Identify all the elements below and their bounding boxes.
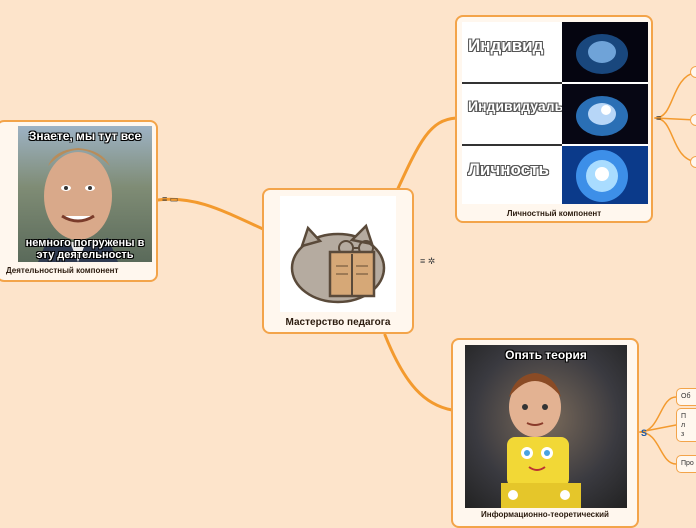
activity-node-label: Деятельностный компонент bbox=[6, 266, 156, 275]
info-subnode-3[interactable]: Про bbox=[676, 455, 696, 473]
info-node-label: Информационно-теоретический bbox=[453, 510, 637, 519]
pusheen-cat-image bbox=[280, 196, 396, 312]
expanding-brain-meme: Индивид Индивидуальность Личность bbox=[462, 22, 648, 204]
central-node-label: Мастерство педагога bbox=[264, 317, 412, 328]
link-info bbox=[385, 335, 452, 410]
brain-panel-3 bbox=[562, 146, 648, 204]
personal-node-label: Личностный компонент bbox=[457, 209, 651, 218]
personal-subnode-3[interactable] bbox=[690, 156, 696, 168]
info-meme-top-text: Опять теория bbox=[465, 349, 627, 362]
central-toggle-icon[interactable]: ≡ ✲ bbox=[420, 256, 435, 267]
activity-toggle-icon[interactable]: ≡ ▭ bbox=[162, 194, 178, 205]
brain-panel-1 bbox=[562, 22, 648, 82]
central-node[interactable]: Мастерство педагога bbox=[262, 188, 414, 334]
activity-meme-bottom-text: немного погружены в эту деятельность bbox=[18, 238, 152, 261]
personal-subnode-2[interactable] bbox=[690, 114, 696, 126]
info-subnode-2[interactable]: П л з bbox=[676, 408, 696, 442]
brain-word-1: Индивид bbox=[468, 36, 543, 56]
brain-panel-2 bbox=[562, 84, 648, 144]
activity-meme-top-text: Знаете, мы тут все bbox=[18, 130, 152, 143]
personal-toggle-icon[interactable]: ≡ bbox=[656, 113, 661, 123]
link-personal-sub-3 bbox=[655, 118, 696, 162]
link-personal bbox=[395, 118, 456, 195]
activity-node[interactable]: Знаете, мы тут все немного погружены в э… bbox=[0, 120, 158, 282]
link-personal-sub-1 bbox=[655, 72, 696, 118]
info-toggle-icon[interactable]: S bbox=[641, 428, 647, 438]
info-meme-image: Опять теория bbox=[465, 345, 627, 508]
activity-meme-image: Знаете, мы тут все немного погружены в э… bbox=[18, 126, 152, 262]
personal-subnode-1[interactable] bbox=[690, 66, 696, 78]
brain-word-3: Личность bbox=[468, 160, 549, 180]
info-subnode-1[interactable]: Об bbox=[676, 388, 696, 406]
info-node[interactable]: Опять теория Информационно-теоретический bbox=[451, 338, 639, 528]
personal-node[interactable]: Индивид Индивидуальность Личность Личнос… bbox=[455, 15, 653, 223]
